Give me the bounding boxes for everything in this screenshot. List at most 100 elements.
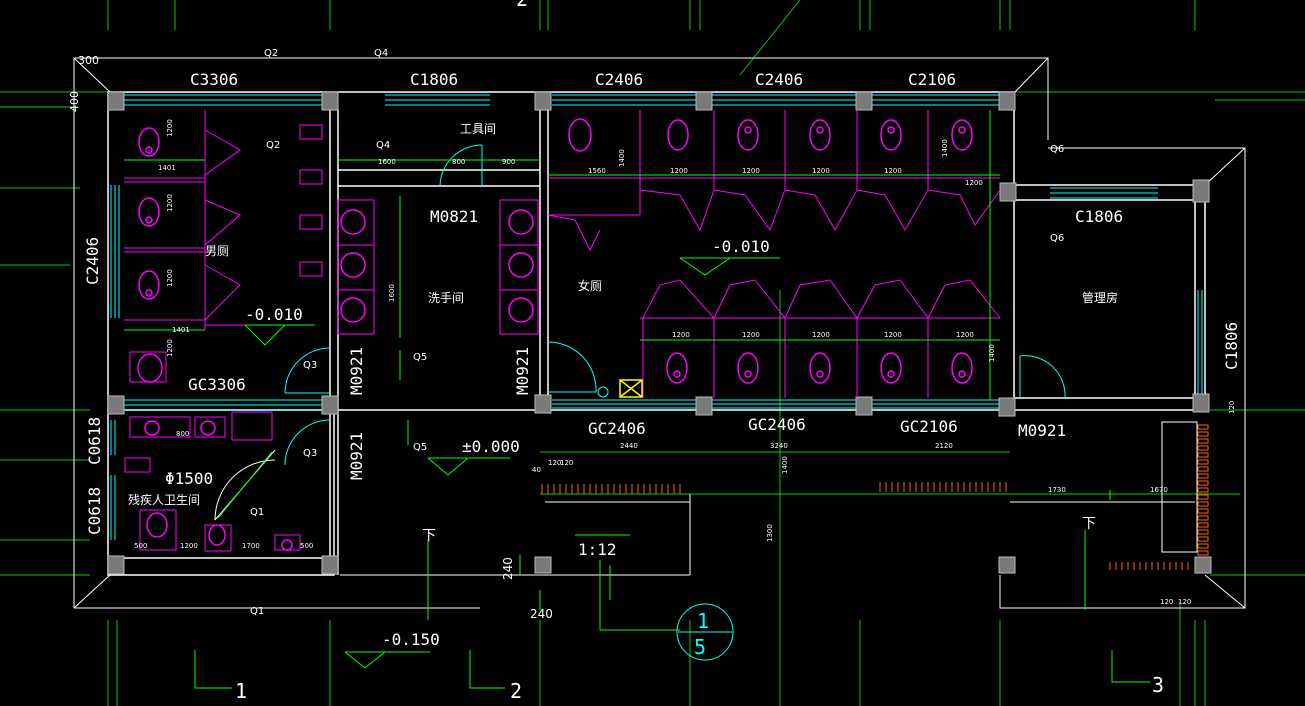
- window-labels: C3306 C1806 C2406 C2406 C2106 C1806 C180…: [68, 54, 1241, 621]
- level-outside: -0.150: [382, 630, 440, 649]
- room-wash: 洗手间: [428, 291, 464, 305]
- dim-1200-m3: 1200: [166, 269, 174, 287]
- marker-q4: Q4: [376, 140, 390, 151]
- label-c0618-a: C0618: [85, 417, 104, 465]
- down-marker-a: 下: [422, 528, 436, 544]
- dim-1800: 1400: [618, 149, 626, 167]
- hatch-stroke: [1197, 431, 1209, 437]
- dim-800: 800: [452, 158, 465, 166]
- dim-1700: 1700: [242, 542, 260, 550]
- axis-3: 3: [1152, 673, 1164, 697]
- dim-1200-w5: 1200: [965, 179, 983, 187]
- dim-1600-v: 1600: [388, 284, 396, 302]
- label-c1806-right: C1806: [1075, 207, 1123, 226]
- marker-q6-a: Q6: [1050, 144, 1064, 155]
- hatch-stroke: [1197, 522, 1209, 528]
- dim-1200-w8: 1200: [812, 331, 830, 339]
- label-c3306: C3306: [190, 70, 238, 89]
- dim-1401: 1401: [158, 164, 176, 172]
- hatch-stroke: [1197, 494, 1209, 500]
- dimension-lines: [124, 110, 1111, 631]
- marker-q5-b: Q5: [413, 442, 427, 453]
- hatch-stroke: [1197, 459, 1209, 465]
- marker-q1-bottom: Q1: [250, 606, 264, 617]
- label-c2406-a: C2406: [595, 70, 643, 89]
- label-c0618-b: C0618: [85, 487, 104, 535]
- hatch-stroke: [1197, 473, 1209, 479]
- level-floor: ±0.000: [462, 437, 520, 456]
- axis-markers: Q2 Q4 Q2 Q4 Q3 Q3 Q5 Q5 Q6 Q6 Q1 Q1 1 2 …: [235, 0, 1164, 703]
- grid-bubbles: [194, 603, 1150, 689]
- dim-120-c: 120: [1160, 598, 1173, 606]
- dim-400: 400: [68, 91, 81, 112]
- hatch-stroke: [1197, 424, 1209, 430]
- hatch-stroke: [1197, 515, 1209, 521]
- dim-1801: 1401: [172, 326, 190, 334]
- dim-1200-w6: 1200: [672, 331, 690, 339]
- dim-500-b: 500: [300, 542, 313, 550]
- label-m0821: M0821: [430, 207, 478, 226]
- label-m0921-a: M0921: [347, 347, 366, 395]
- label-gc3306: GC3306: [188, 375, 246, 394]
- dim-3240: 3240: [770, 442, 788, 450]
- room-women: 女厕: [578, 278, 602, 293]
- label-gc2406-a: GC2406: [588, 419, 646, 438]
- hatch-stroke: [1197, 536, 1209, 542]
- hatch-stroke: [1197, 438, 1209, 444]
- dim-900: 900: [502, 158, 515, 166]
- dim-1200-w3: 1200: [812, 167, 830, 175]
- marker-q3-b: Q3: [303, 448, 317, 459]
- dim-1200-w4: 1200: [884, 167, 902, 175]
- label-gc2406-b: GC2406: [748, 415, 806, 434]
- down-marker-b: 下: [1082, 516, 1096, 532]
- dim-1670: 1670: [1150, 486, 1168, 494]
- axis-2-top: 2: [516, 0, 528, 11]
- room-men: 男厕: [205, 244, 229, 258]
- axis-2: 2: [510, 679, 522, 703]
- label-c1806-top: C1806: [410, 70, 458, 89]
- dim-1200-m4: 1200: [166, 339, 174, 357]
- detail-number: 1: [697, 609, 709, 633]
- label-phi1500: Φ1500: [165, 469, 213, 488]
- marker-q5-a: Q5: [413, 352, 427, 363]
- label-ramp-slope: 1:12: [578, 540, 617, 559]
- hatch-stroke: [1197, 487, 1209, 493]
- level-labels: -0.010 -0.010 ±0.000 -0.150: [245, 237, 770, 649]
- site-outline: [73, 57, 1246, 609]
- room-disabled: 残疾人卫生间: [128, 492, 200, 507]
- hatch-stroke: [1197, 508, 1209, 514]
- dim-1200-m1: 1200: [166, 119, 174, 137]
- drain-hatching: [541, 424, 1209, 570]
- hatch-stroke: [1197, 529, 1209, 535]
- hatch-stroke: [1197, 543, 1209, 549]
- dim-1400-a: 1400: [941, 139, 949, 157]
- dim-1200-w9: 1200: [884, 331, 902, 339]
- label-m0921-d: M0921: [1018, 421, 1066, 440]
- dim-2120: 2120: [935, 442, 953, 450]
- dim-1400-c: 1400: [781, 456, 789, 474]
- dim-1600: 1600: [378, 158, 396, 166]
- windows: [110, 94, 1203, 540]
- marker-q4-top: Q4: [374, 48, 388, 59]
- toilet-fixtures: [137, 118, 973, 551]
- dim-300: 300: [78, 54, 99, 67]
- label-c2406-left: C2406: [83, 237, 102, 285]
- dim-1200-w2: 1200: [742, 167, 760, 175]
- marker-q2-top: Q2: [264, 48, 278, 59]
- dim-240-b: 240: [530, 607, 553, 621]
- dim-240-a: 240: [501, 557, 515, 580]
- hatch-stroke: [1197, 480, 1209, 486]
- dim-2440: 2440: [620, 442, 638, 450]
- level-men: -0.010: [245, 305, 303, 324]
- hatch-stroke: [1197, 466, 1209, 472]
- dim-1200-w10: 1200: [956, 331, 974, 339]
- detail-sheet: 5: [694, 635, 706, 659]
- dim-1400-b: 1400: [988, 344, 996, 362]
- room-labels: 男厕 女厕 工具间 洗手间 管理房 残疾人卫生间 下 下: [128, 122, 1118, 544]
- columns: [107, 91, 1212, 575]
- room-manage: 管理房: [1082, 290, 1118, 305]
- level-markers: [244, 257, 780, 669]
- walls: [107, 91, 1206, 576]
- marker-q6-b: Q6: [1050, 233, 1064, 244]
